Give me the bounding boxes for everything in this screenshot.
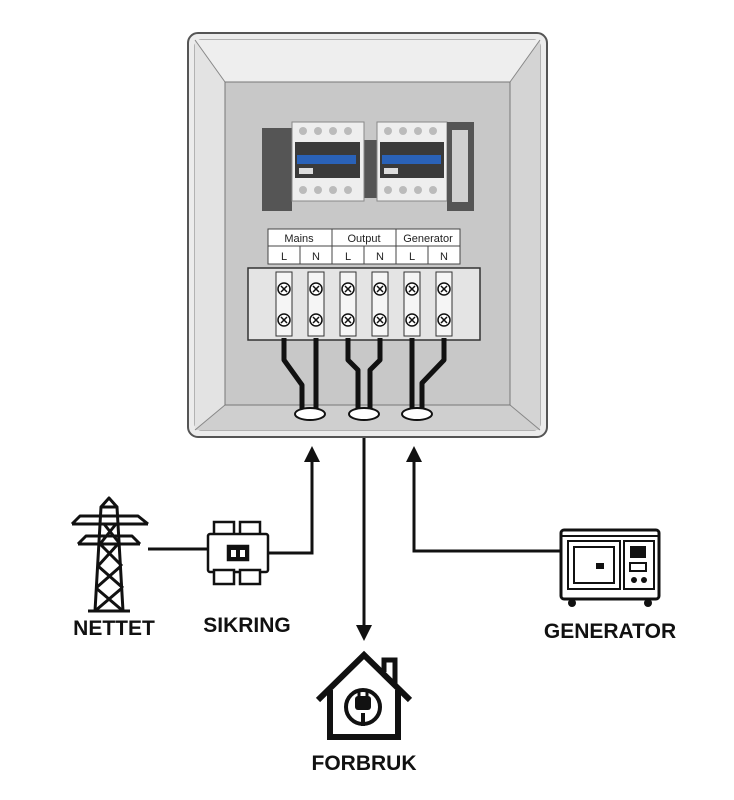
terminal-block	[247, 267, 481, 341]
pole-label: N	[312, 251, 320, 263]
indicator-blue-left	[297, 155, 356, 164]
screw-slot	[280, 285, 288, 293]
power-pylon-icon	[70, 496, 149, 613]
arrow-to-switch-generator	[406, 446, 422, 462]
label-fuse: SIKRING	[203, 614, 291, 637]
screw-slot	[344, 316, 352, 324]
screw-slot	[312, 285, 320, 293]
screw-slot	[440, 285, 448, 293]
circuit-breaker-icon	[206, 520, 270, 586]
arrow-to-consumption	[356, 625, 372, 641]
screw-slot	[312, 316, 320, 324]
generator-icon	[559, 528, 661, 607]
screw-slot	[344, 285, 352, 293]
house-plug-icon	[315, 650, 413, 740]
group-label-mains: Mains	[284, 233, 314, 245]
group-label-output: Output	[347, 233, 380, 245]
internal-wires	[281, 338, 447, 412]
external-wiring	[148, 438, 560, 628]
screw-slot	[376, 285, 384, 293]
cable-glands	[294, 407, 433, 421]
label-consumption: FORBRUK	[312, 752, 417, 775]
pole-label: L	[281, 251, 287, 263]
screw-slot	[376, 316, 384, 324]
label-grid: NETTET	[73, 617, 155, 640]
screw-slot	[280, 316, 288, 324]
pole-label: L	[409, 251, 415, 263]
screw-slot	[408, 285, 416, 293]
pole-label: L	[345, 251, 351, 263]
arrow-to-switch-mains	[304, 446, 320, 462]
terminal-label-strip: Mains Output Generator L N L N L N	[267, 228, 461, 265]
pole-label: N	[376, 251, 384, 263]
pole-label: N	[440, 251, 448, 263]
screw-slot	[408, 316, 416, 324]
label-generator: GENERATOR	[544, 620, 676, 643]
indicator-blue-right	[382, 155, 441, 164]
screw-slot	[440, 316, 448, 324]
changeover-switch	[262, 121, 474, 211]
group-label-generator: Generator	[403, 233, 453, 245]
